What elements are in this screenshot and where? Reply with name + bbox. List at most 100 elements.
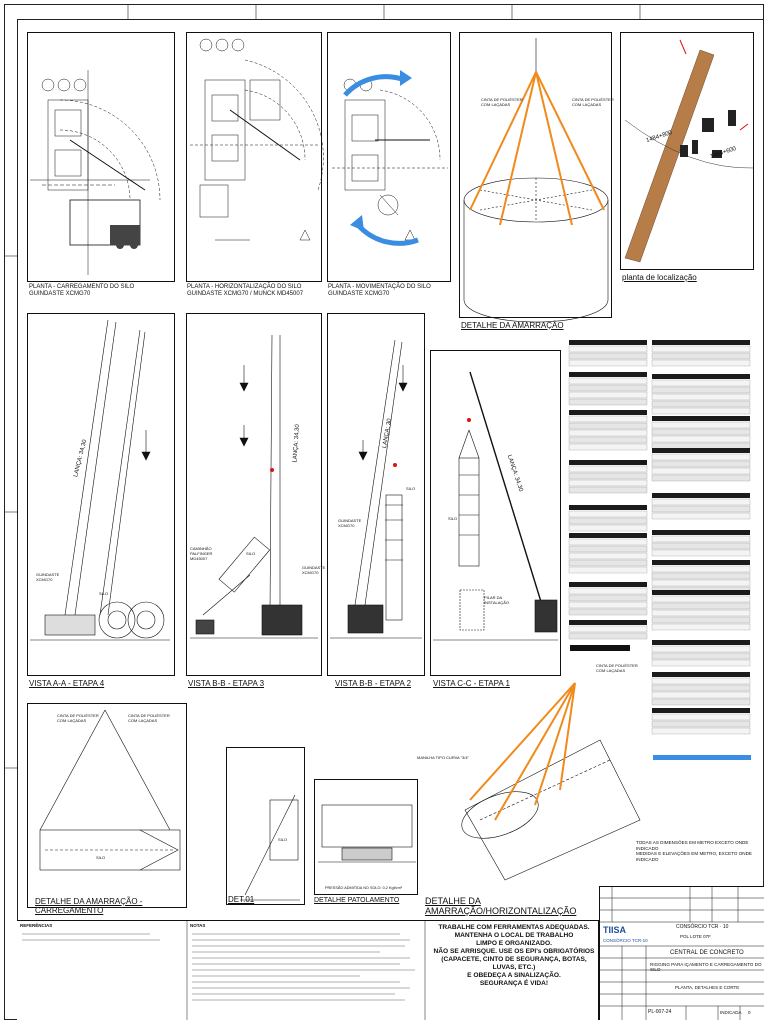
table-row [651,359,751,367]
table-row [568,479,648,487]
table-header [652,560,750,565]
table-row [651,652,751,660]
table-row [651,453,751,461]
caption-outrigger: DETALHE PATOLAMENTO [314,897,400,904]
doc-number: PL-007-24 [648,1009,672,1015]
table-row [651,512,751,520]
table-row [651,474,751,482]
table-row [568,625,648,633]
caption-plan-loading: PLANTA - CARREGAMENTO DO SILO GUINDASTE … [29,284,135,297]
table-row [651,386,751,394]
crane-label-bb2: GUINDASTE XCMG70 [338,518,362,528]
table-row [651,720,751,728]
table-row [651,407,751,415]
silo-label-cc: SILO [448,516,458,521]
table-row [568,552,648,560]
outrigger-pressure: PRESSÃO ADMITIDA NO SOLO: 0,2 Kgf/cm² [325,886,403,890]
table-header [569,620,647,625]
title-block [599,886,764,1020]
table-row [568,391,648,399]
table-row [568,559,648,567]
table-header [569,340,647,345]
company-logo: TIISA [603,925,627,935]
dimension-notes: TODAS AS DIMENSÕES EM METRO EXCETO ONDE … [636,840,752,862]
table-row [651,616,751,624]
table-header [652,416,750,421]
consortium-name: CONSÓRCIO TCR · 10 [676,924,729,930]
caption-plan-horizontal: PLANTA - HORIZONTALIZAÇÃO DO SILO GUINDA… [187,284,304,297]
table-row [651,542,751,550]
title-line-3: PLANTA, DETALHES E CORTE [675,985,740,990]
table-row [651,727,751,735]
table-header [652,708,750,713]
table-row [651,659,751,667]
table-row [651,677,751,685]
table-row [651,352,751,360]
table-row [568,566,648,574]
table-header [652,530,750,535]
sling-label-right: CINTA DE POLIÉSTER COM LAÇADAS [572,97,614,107]
table-row [568,443,648,451]
silo-label-bb3: SILO [246,551,256,556]
table-header [652,590,750,595]
det-sling-label-3: CINTA DE POLIÉSTER COM LAÇADAS [596,663,638,673]
truck-label: CAMINHÃO PALFINGER MD45007 [190,546,213,561]
table-header [652,374,750,379]
table-header [569,372,647,377]
table-header [569,533,647,538]
table-row [651,505,751,513]
silo-label-det01: SILO [278,837,288,842]
table-row [568,429,648,437]
table-row [651,428,751,436]
table-row [568,398,648,406]
table-row [568,608,648,616]
title-line-2: RIGGING PARA IÇAMENTO E CARREGAMENTO DO … [650,962,762,972]
table-row [651,609,751,617]
table-row [568,517,648,525]
notes-title: NOTAS [190,923,206,928]
caption-view-aa: VISTA A-A - ETAPA 4 [29,679,105,688]
table-row [651,460,751,468]
safety-warning: TRABALHE COM FERRAMENTAS ADEQUADAS. MANT… [433,924,595,987]
title-line-1: CENTRAL DE CONCRETO [670,950,744,956]
pillar-label: PILAR DA INSTALAÇÃO [484,595,510,605]
det-sling-label-2: CINTA DE POLIÉSTER COM LAÇADAS [128,713,170,723]
table-row [651,535,751,543]
panel-detail-loading [27,703,187,908]
table-header [569,582,647,587]
table-header [569,460,647,465]
table-row [568,524,648,532]
table-row [651,602,751,610]
table-header [652,448,750,453]
revision-value: 0 [748,1010,751,1015]
table-row [651,572,751,580]
table-row [651,467,751,475]
table-row [568,538,648,546]
consortium-logo: CONSÓRCIO TCR-10 [603,938,648,943]
caption-sling-detail: DETALHE DA AMARRAÇÃO [461,321,564,330]
table-row [651,623,751,631]
silo-label-loading: SILO [96,855,106,860]
table-header [652,493,750,498]
table-row [651,498,751,506]
table-row [568,359,648,367]
table-row [651,713,751,721]
table-row [651,393,751,401]
caption-location: planta de localização [622,273,697,282]
table-row [568,545,648,553]
table-row [568,601,648,609]
table-header [569,410,647,415]
table-header [652,340,750,345]
table-row [651,684,751,692]
references-title: REFERÊNCIAS [20,923,53,928]
lote-name: POL LOTE 07F [680,934,711,939]
caption-view-bb2: VISTA B-B - ETAPA 2 [335,679,412,688]
table-row [651,698,751,706]
caption-detail-horizontal: DETALHE DA AMARRAÇÃO/HORIZONTALIZAÇÃO [425,896,577,916]
silo-label-bb2: SILO [406,486,416,491]
